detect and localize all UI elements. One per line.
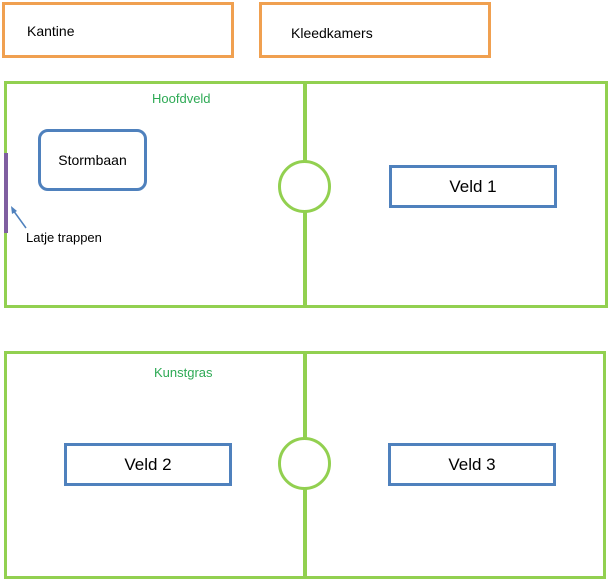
kunstgras-title: Kunstgras xyxy=(154,365,213,380)
veld3-box: Veld 3 xyxy=(388,443,556,486)
hoofdveld-center-circle xyxy=(278,160,331,213)
veld2-label: Veld 2 xyxy=(124,454,172,474)
kunstgras-center-circle xyxy=(278,437,331,490)
stormbaan-box: Stormbaan xyxy=(38,129,147,191)
veld3-label: Veld 3 xyxy=(448,454,496,474)
kleedkamers-box: Kleedkamers xyxy=(259,2,491,58)
kantine-box: Kantine xyxy=(2,2,234,58)
stormbaan-label: Stormbaan xyxy=(58,152,127,168)
hoofdveld-title: Hoofdveld xyxy=(152,91,211,106)
latje-label: Latje trappen xyxy=(26,230,102,245)
kantine-label: Kantine xyxy=(27,23,75,39)
veld2-box: Veld 2 xyxy=(64,443,232,486)
veld1-label: Veld 1 xyxy=(449,176,497,196)
kleedkamers-label: Kleedkamers xyxy=(291,25,373,41)
veld1-box: Veld 1 xyxy=(389,165,557,208)
latje-bar xyxy=(4,153,8,233)
